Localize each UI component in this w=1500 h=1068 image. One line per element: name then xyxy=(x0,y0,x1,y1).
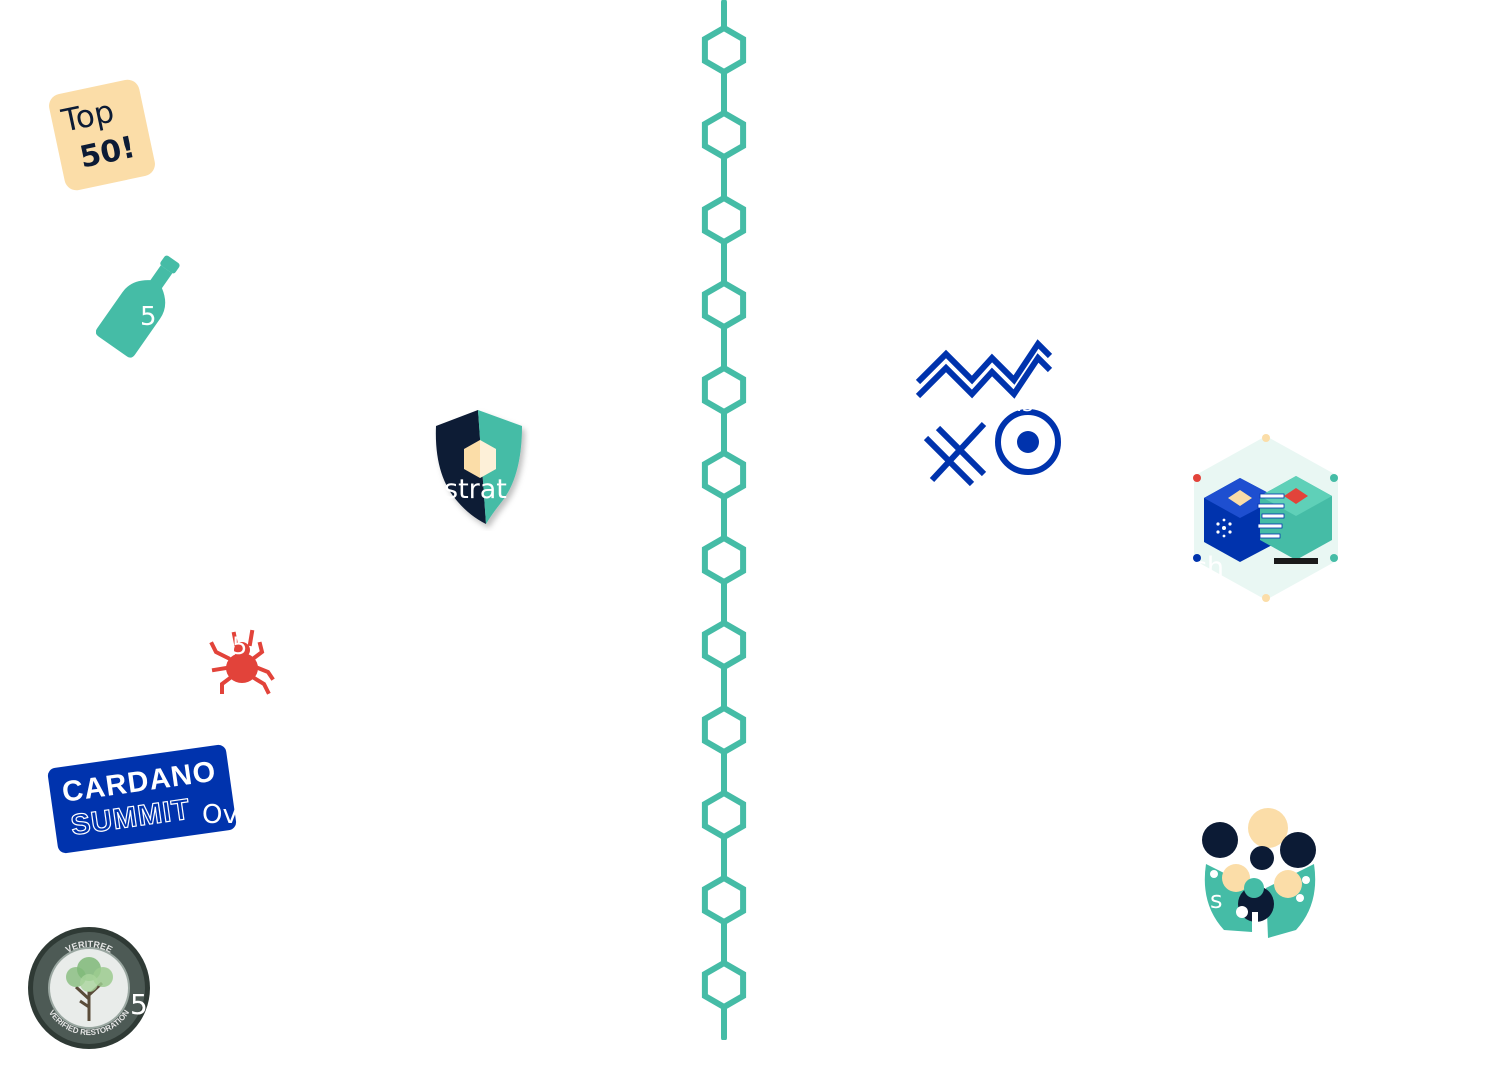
bottle-overlay-label: 5 xyxy=(140,302,157,332)
chain-hexagon xyxy=(701,874,747,926)
veritree-ring-top: VERITREE xyxy=(64,939,114,955)
zigzag-overlay-label: ns xyxy=(1008,392,1034,417)
bug-overlay-label: 5 xyxy=(232,632,248,660)
chain-hexagon xyxy=(701,364,747,416)
tree-icon xyxy=(66,957,113,1021)
hexagon-chain-icon xyxy=(701,0,747,1040)
chain-hexagon xyxy=(701,24,747,76)
bug-icon xyxy=(209,629,275,695)
shield-icon xyxy=(435,410,522,524)
veritree-overlay-label: 5 xyxy=(130,988,148,1021)
chain-hexagon xyxy=(701,704,747,756)
tic-tac-toe-icon xyxy=(915,339,1061,487)
cardano-overlay-label: Ov xyxy=(202,800,238,830)
top50-line1: Top xyxy=(58,93,118,140)
veritree-seal: VERITREE VERIFIED RESTORATION xyxy=(28,927,150,1049)
cardano-summit-badge: CARDANO SUMMIT xyxy=(46,743,238,855)
cubes-overlay-label: ch xyxy=(1192,552,1224,583)
community-overlay-label: s xyxy=(1210,886,1223,914)
chain-hexagon xyxy=(701,534,747,586)
chain-hexagon xyxy=(701,959,747,1011)
chain-hexagon xyxy=(701,194,747,246)
community-icon xyxy=(1202,808,1316,938)
top50-badge: Top 50! xyxy=(46,77,158,193)
chain-hexagon xyxy=(701,789,747,841)
chain-hexagon xyxy=(701,619,747,671)
chain-hexagon xyxy=(701,109,747,161)
shield-overlay-label: strat xyxy=(444,474,507,505)
svg-text:VERITREE: VERITREE xyxy=(64,939,114,955)
chain-hexagon xyxy=(701,279,747,331)
cubes-icon xyxy=(1193,434,1338,602)
bottle-icon xyxy=(96,255,180,358)
chain-hexagon xyxy=(701,449,747,501)
top50-line2: 50! xyxy=(76,129,139,176)
